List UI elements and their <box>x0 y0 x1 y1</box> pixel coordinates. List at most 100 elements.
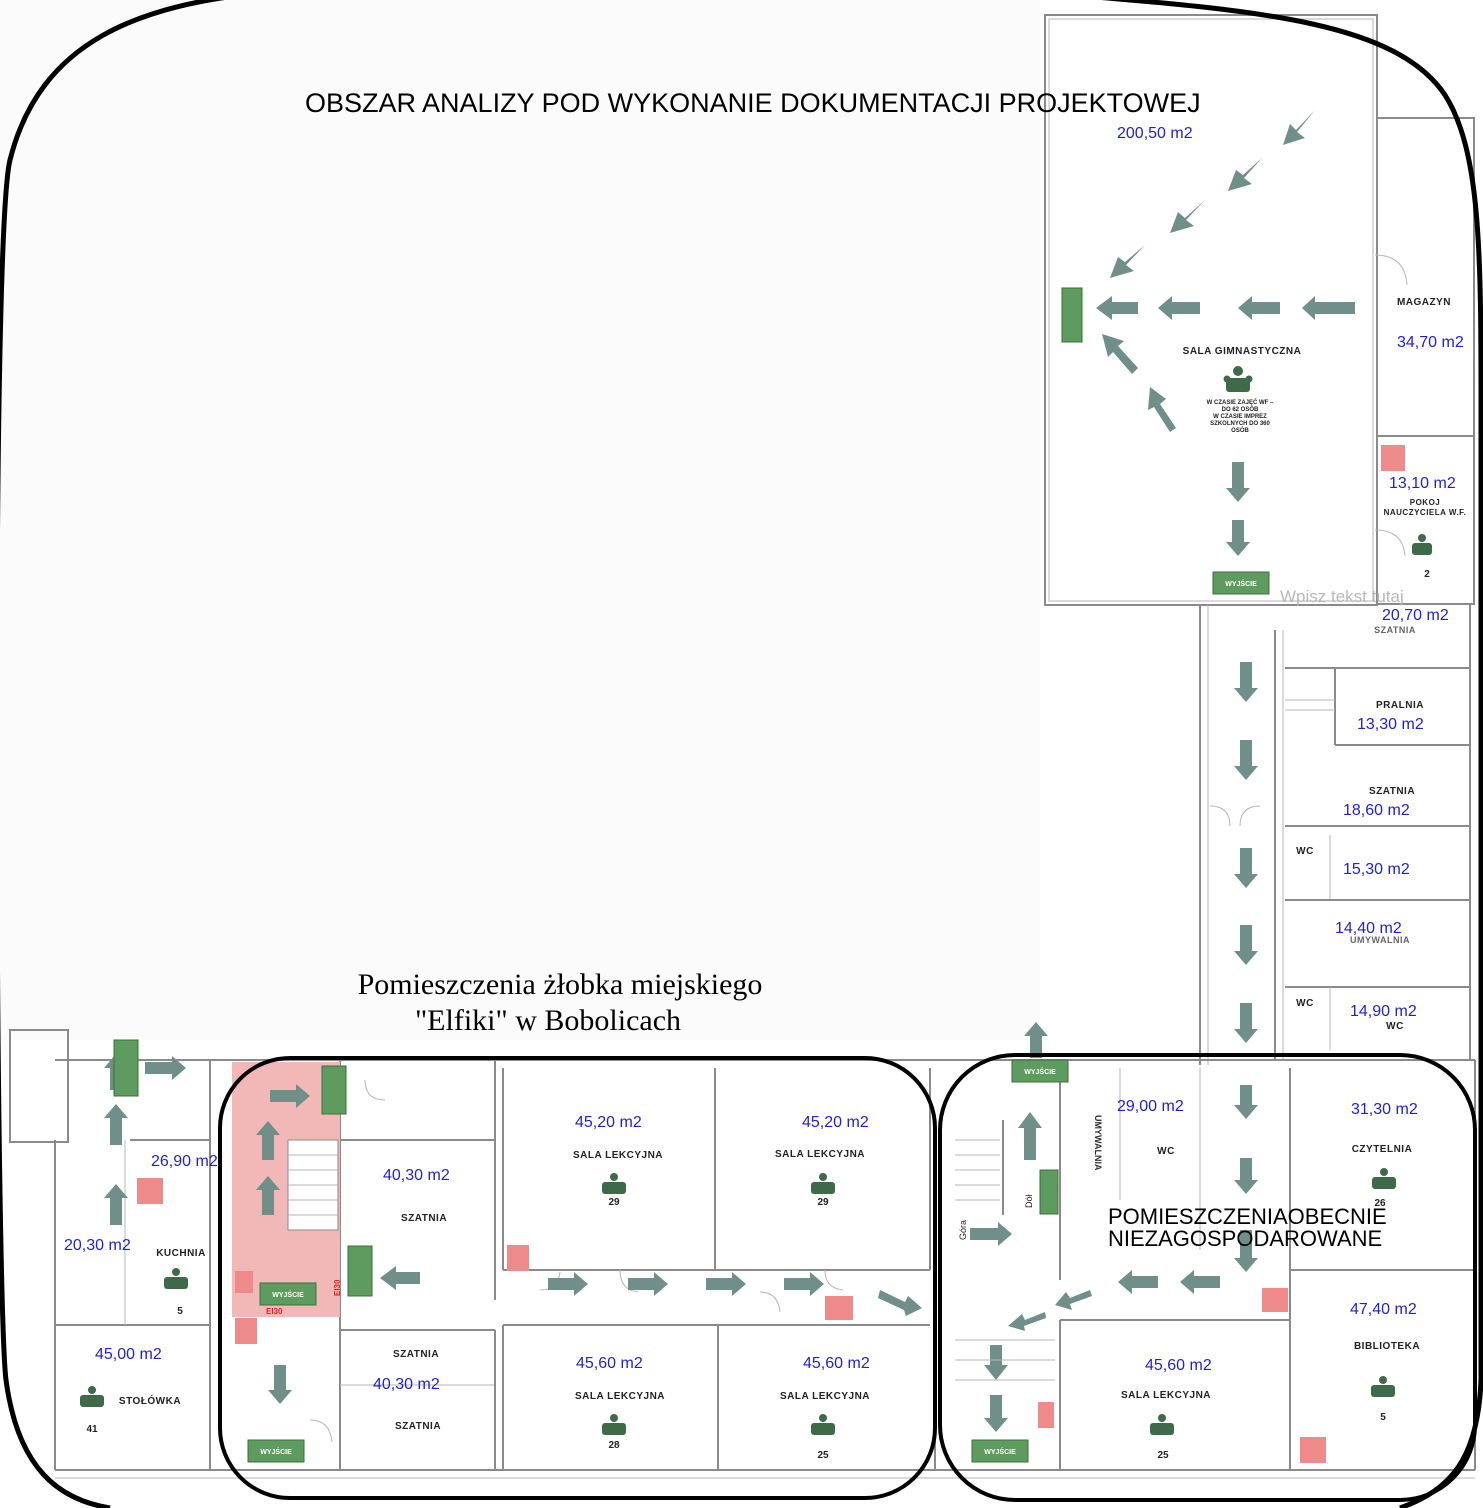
sala-n1-persons: 29 <box>608 1197 620 1208</box>
gym-area: 200,50 m2 <box>1117 125 1193 142</box>
sala-s1-persons: 28 <box>608 1440 620 1451</box>
gym-evacuation-arrows <box>1096 110 1355 556</box>
umywalnia-east-name: UMYWALNIA <box>1350 935 1410 945</box>
gym-occupancy-person-icon <box>1223 366 1253 392</box>
stair-extinguisher-icon-2 <box>235 1318 257 1344</box>
szatnia-w1-name: SZATNIA <box>401 1213 447 1224</box>
sala-c1-name: SALA LEKCYJNA <box>1121 1390 1211 1401</box>
wc-center-name: WC <box>1157 1146 1175 1157</box>
extinguisher-icon <box>1381 445 1405 471</box>
east-corridor-walls <box>1199 605 1471 1065</box>
kuchnia-name: KUCHNIA <box>156 1248 206 1259</box>
svg-text:DO 62 OSÓB: DO 62 OSÓB <box>1222 405 1259 413</box>
west-small-area: 20,30 m2 <box>64 1237 131 1254</box>
sala-n2-name: SALA LEKCYJNA <box>775 1149 865 1160</box>
umywalnia-east-area: 14,40 m2 <box>1335 920 1402 937</box>
svg-text:OSÓB: OSÓB <box>1231 426 1249 434</box>
biblioteka-name: BIBLIOTEKA <box>1354 1341 1420 1352</box>
czytelnia-area: 31,30 m2 <box>1351 1101 1418 1118</box>
stair-zone-arrows <box>256 1084 310 1404</box>
szatnia-w3-name: SZATNIA <box>395 1421 441 1432</box>
stair-exit-sign-east <box>347 1245 373 1297</box>
sala-s2-name: SALA LEKCYJNA <box>780 1391 870 1402</box>
west-wing-arrows <box>104 1054 186 1225</box>
unused-title-line1: POMIESZCZENIAOBECNIE <box>1108 1204 1387 1229</box>
magazyn-name: MAGAZYN <box>1397 297 1451 308</box>
szatnia-east2-name: SZATNIA <box>1369 786 1415 797</box>
sala-s1-area: 45,60 m2 <box>576 1355 643 1372</box>
textbox-placeholder: Wpisz tekst tutaj <box>1280 587 1404 606</box>
sala-n2-persons: 29 <box>817 1197 829 1208</box>
svg-text:WYJŚCIE: WYJŚCIE <box>1225 579 1257 588</box>
gym-name: SALA GIMNASTYCZNA <box>1183 346 1302 357</box>
corridor-extinguisher-icon-2 <box>825 1296 853 1320</box>
east-corridor-arrows <box>1234 662 1258 1272</box>
central-exit-sign-south: WYJŚCIE <box>971 1439 1029 1463</box>
gym-wing-walls <box>1044 14 1475 606</box>
gym-west-exit-sign <box>1061 287 1083 343</box>
nursery-title-line2: "Elfiki" w Bobolicach <box>415 1004 681 1037</box>
svg-text:W CZASIE ZAJĘĆ WF –: W CZASIE ZAJĘĆ WF – <box>1207 398 1274 406</box>
sala-n2-area: 45,20 m2 <box>802 1114 869 1131</box>
west-stairs <box>287 1139 339 1231</box>
pokoj-area: 13,10 m2 <box>1389 475 1456 492</box>
central-exit-sign-west <box>1039 1169 1059 1215</box>
szatnia-w2-area: 40,30 m2 <box>373 1376 440 1393</box>
sala-n1-name: SALA LEKCYJNA <box>573 1150 663 1161</box>
biblioteka-extinguisher-icon <box>1300 1437 1326 1463</box>
south-wing-walls <box>9 1029 1476 1479</box>
pralnia-name: PRALNIA <box>1376 700 1424 711</box>
central-stairs <box>955 1120 1055 1381</box>
unused-title-line2: NIEZAGOSPODAROWANE <box>1108 1226 1382 1251</box>
stair-exit-sign-south: WYJŚCIE <box>259 1282 317 1306</box>
fire-door-label-1: EI30 <box>333 1279 342 1296</box>
unused-area-outline <box>938 1053 1477 1502</box>
svg-text:WYJŚCIE: WYJŚCIE <box>984 1447 1016 1456</box>
south-corridor-arrows <box>380 1022 1220 1432</box>
south-corridor-exit-sign: WYJŚCIE <box>247 1439 305 1463</box>
szatnia-east1-area: 20,70 m2 <box>1382 607 1449 624</box>
szatnia-w2-name: SZATNIA <box>393 1349 439 1360</box>
szatnia-w1-area: 40,30 m2 <box>383 1167 450 1184</box>
czytelnia-name: CZYTELNIA <box>1352 1144 1413 1155</box>
wc-center-side-label: UMYWALNIA <box>1093 1115 1103 1171</box>
main-title: OBSZAR ANALIZY POD WYKONANIE DOKUMENTACJ… <box>305 88 1201 118</box>
wc-east2-area: 14,90 m2 <box>1350 1003 1417 1020</box>
stolowka-name: STOŁÓWKA <box>119 1394 181 1407</box>
fire-door-label-2: EI30 <box>266 1307 283 1316</box>
wc-east2-name-small: WC <box>1386 1021 1404 1032</box>
kuchnia-persons: 5 <box>177 1306 183 1317</box>
magazyn-area: 34,70 m2 <box>1397 334 1464 351</box>
sala-s2-persons: 25 <box>817 1450 829 1461</box>
stairs-up-label: Góra <box>958 1220 968 1240</box>
nursery-area-outline <box>218 1056 937 1500</box>
szatnia-east2-area: 18,60 m2 <box>1343 802 1410 819</box>
svg-text:W CZASIE IMPREZ: W CZASIE IMPREZ <box>1213 414 1267 420</box>
corridor-extinguisher-icon-3 <box>1262 1288 1288 1312</box>
kuchnia-extinguisher-icon <box>137 1178 163 1204</box>
stairs-extinguisher-icon <box>1038 1402 1054 1428</box>
pokoj-persons: 2 <box>1424 569 1430 580</box>
sala-c1-persons: 25 <box>1157 1450 1169 1461</box>
central-exit-sign-north: WYJŚCIE <box>1011 1059 1069 1083</box>
szatnia-east1-name: SZATNIA <box>1374 625 1416 635</box>
pokoj-person-icon <box>1412 534 1432 555</box>
stair-exit-sign-north <box>321 1065 347 1115</box>
svg-text:WYJŚCIE: WYJŚCIE <box>272 1290 304 1299</box>
nursery-title-line1: Pomieszczenia żłobka miejskiego <box>358 968 763 1001</box>
sala-n1-area: 45,20 m2 <box>575 1114 642 1131</box>
svg-text:SZKOLNYCH DO 360: SZKOLNYCH DO 360 <box>1210 421 1270 427</box>
sala-s2-area: 45,60 m2 <box>803 1355 870 1372</box>
wc-east2-name: WC <box>1296 998 1314 1009</box>
pokoj-name1: POKOJ <box>1410 498 1441 507</box>
wc-east1-area: 15,30 m2 <box>1343 861 1410 878</box>
person-icons <box>80 1168 1396 1435</box>
stair-extinguisher-icon <box>235 1271 253 1293</box>
kuchnia-area: 26,90 m2 <box>151 1153 218 1170</box>
stolowka-persons: 41 <box>86 1424 98 1435</box>
biblioteka-area: 47,40 m2 <box>1350 1301 1417 1318</box>
svg-text:WYJŚCIE: WYJŚCIE <box>260 1447 292 1456</box>
west-exit-sign <box>113 1039 139 1097</box>
